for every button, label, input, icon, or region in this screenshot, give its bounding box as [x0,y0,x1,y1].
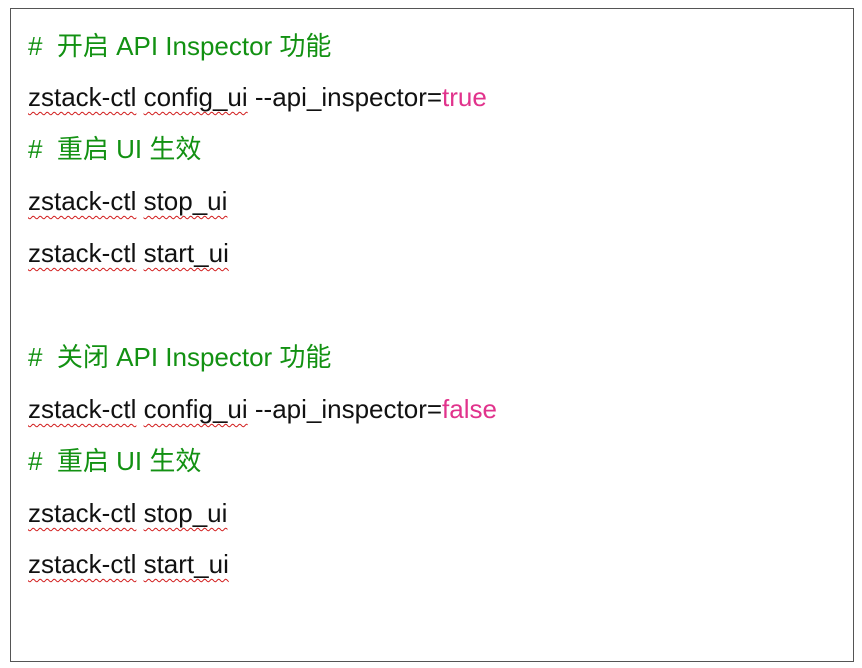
subcommand: config_ui [143,394,248,424]
command-name: zstack-ctl [28,498,137,528]
command-name: zstack-ctl [28,186,137,216]
command-config-ui-false: zstack-ctl config_ui --api_inspector=fal… [28,389,497,429]
subcommand: stop_ui [143,186,228,216]
command-name: zstack-ctl [28,549,137,579]
subcommand: start_ui [143,549,229,579]
flag: --api_inspector= [254,82,443,112]
subcommand: start_ui [143,238,229,268]
command-config-ui-true: zstack-ctl config_ui --api_inspector=tru… [28,77,487,117]
command-name: zstack-ctl [28,82,137,112]
command-name: zstack-ctl [28,238,137,268]
command-name: zstack-ctl [28,394,137,424]
comment-disable-inspector: # 关闭 API Inspector 功能 [28,342,332,372]
subcommand: stop_ui [143,498,228,528]
command-stop-ui: zstack-ctl stop_ui [28,181,227,221]
comment-enable-inspector: # 开启 API Inspector 功能 [28,31,332,61]
command-start-ui: zstack-ctl start_ui [28,233,229,273]
flag: --api_inspector= [254,394,443,424]
subcommand: config_ui [143,82,248,112]
command-start-ui: zstack-ctl start_ui [28,544,229,584]
command-stop-ui: zstack-ctl stop_ui [28,493,227,533]
code-block: # 开启 API Inspector 功能 zstack-ctl config_… [10,8,854,662]
flag-value: false [442,394,497,424]
comment-restart-ui: # 重启 UI 生效 [28,134,202,164]
flag-value: true [442,82,487,112]
comment-restart-ui: # 重启 UI 生效 [28,446,202,476]
